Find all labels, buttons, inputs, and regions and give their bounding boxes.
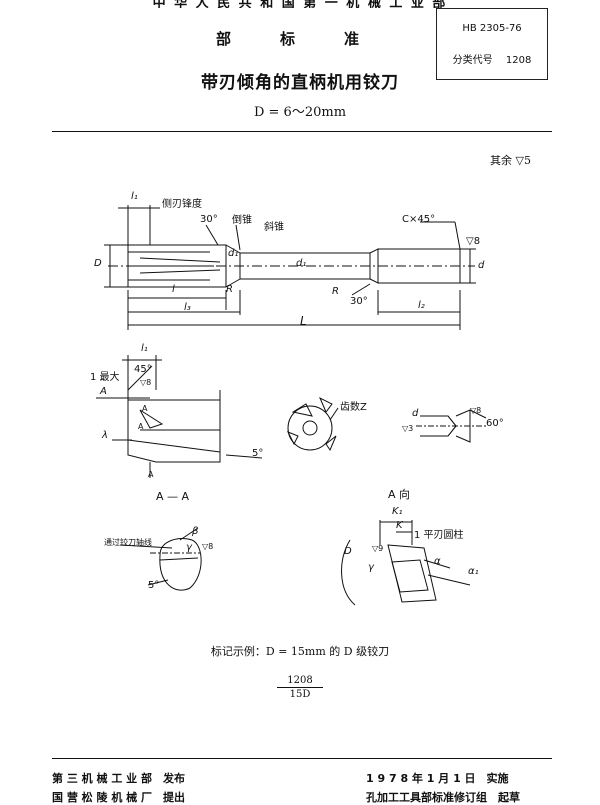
label-cone: 斜锥 bbox=[264, 222, 284, 233]
document-title: 带刃倾角的直柄机用铰刀 bbox=[201, 73, 399, 93]
label-side-margin: 侧刃锋度 bbox=[162, 199, 202, 210]
label-A-1: A bbox=[100, 386, 107, 397]
label-l: l bbox=[172, 284, 175, 295]
cutting-edge-detail bbox=[96, 355, 263, 478]
dept-char-3: 准 bbox=[344, 30, 360, 48]
footer-issuer: 第 三 机 械 工 业 部 发布 bbox=[52, 772, 185, 785]
label-d1: d₁ bbox=[228, 248, 239, 259]
label-beta: β bbox=[192, 526, 199, 537]
label-max1: 1 最大 bbox=[90, 372, 120, 383]
label-D: D bbox=[94, 258, 102, 269]
footer-effective-date: 1 9 7 8 年 1 月 1 日 实施 bbox=[366, 772, 509, 785]
view-a-title: A 向 bbox=[388, 488, 411, 501]
label-A-4: A bbox=[148, 470, 154, 479]
label-chamfer: 倒锥 bbox=[232, 215, 252, 226]
label-d: d bbox=[478, 260, 485, 271]
fraction-denominator: 15D bbox=[289, 689, 311, 700]
header-rule bbox=[52, 131, 552, 132]
marking-example: 标记示例：D = 15mm 的 D 级铰刀 bbox=[210, 645, 390, 658]
label-A-3: A bbox=[138, 422, 144, 431]
label-60deg: 60° bbox=[486, 418, 504, 429]
label-R: R bbox=[226, 284, 233, 295]
fraction-numerator: 1208 bbox=[277, 674, 323, 688]
label-K1: K₁ bbox=[392, 506, 403, 517]
dept-char-1: 部 bbox=[216, 30, 232, 48]
label-lambda: λ bbox=[102, 430, 108, 441]
label-finish-v8: ▽8 bbox=[466, 236, 481, 247]
label-alpha1: α₁ bbox=[468, 566, 479, 577]
diameter-range: D = 6～20mm bbox=[253, 105, 347, 120]
rest-finish-note: 其余 ▽5 bbox=[490, 154, 531, 167]
label-finish-v8-detail: ▽8 bbox=[140, 378, 152, 387]
footer-rule bbox=[52, 758, 552, 759]
classification: 分类代号 1208 bbox=[437, 51, 547, 66]
label-finish-v9: ▽9 bbox=[372, 544, 384, 553]
label-l2: l₂ bbox=[418, 300, 425, 311]
section-aa-title: A — A bbox=[156, 490, 190, 503]
view-a bbox=[341, 520, 471, 606]
footer-drafter: 孔加工工具部标准修订组 起草 bbox=[366, 791, 520, 804]
label-chamfer-cx45: C×45° bbox=[402, 214, 436, 225]
label-finish-v8-center: ▽8 bbox=[470, 406, 482, 415]
label-l1-detail: l₁ bbox=[141, 343, 148, 354]
label-A-2: A bbox=[142, 404, 148, 413]
label-gamma: γ bbox=[186, 542, 192, 553]
label-D-view-a: D bbox=[344, 546, 352, 557]
label-45deg: 45° bbox=[134, 364, 152, 375]
label-5deg: 5° bbox=[252, 448, 264, 459]
center-hole-detail bbox=[416, 409, 487, 443]
label-l3: l₃ bbox=[184, 302, 191, 313]
class-label: 分类代号 bbox=[452, 55, 493, 66]
class-value: 1208 bbox=[505, 55, 532, 66]
label-angle-30: 30° bbox=[200, 214, 218, 225]
label-K: K bbox=[396, 520, 403, 531]
header-top-line: 中 华 人 民 共 和 国 第 一 机 械 工 业 部 bbox=[152, 0, 448, 8]
marking-fraction: 1208 15D bbox=[250, 674, 350, 701]
label-alpha: α bbox=[434, 556, 441, 567]
section-aa bbox=[119, 527, 202, 591]
label-land: 1 平刃圆柱 bbox=[414, 530, 464, 541]
label-via-center: 通过铰刀轴线 bbox=[104, 538, 152, 547]
label-R-shank: R bbox=[332, 286, 339, 297]
label-teeth-z: 齿数Z bbox=[340, 402, 367, 413]
standard-code: HB 2305-76 bbox=[462, 23, 522, 34]
label-d1-shank: d₁ bbox=[296, 258, 307, 269]
label-d-center: d bbox=[412, 408, 419, 419]
footer-proposer: 国 营 松 陵 机 械 厂 提出 bbox=[52, 791, 185, 804]
reamer-side-view bbox=[104, 205, 476, 330]
label-l1: l₁ bbox=[131, 191, 138, 202]
label-L: L bbox=[300, 314, 307, 328]
label-angle-30-shank: 30° bbox=[350, 296, 368, 307]
dept-char-2: 标 bbox=[280, 30, 296, 48]
label-finish-v8-section: ▽8 bbox=[202, 542, 214, 551]
end-view bbox=[286, 396, 339, 452]
label-5deg-section: 5° bbox=[148, 580, 160, 591]
label-finish-v3: ▽3 bbox=[402, 424, 414, 433]
label-gamma-view-a: γ bbox=[368, 562, 374, 573]
standard-code-box: HB 2305-76 分类代号 1208 bbox=[436, 8, 548, 80]
